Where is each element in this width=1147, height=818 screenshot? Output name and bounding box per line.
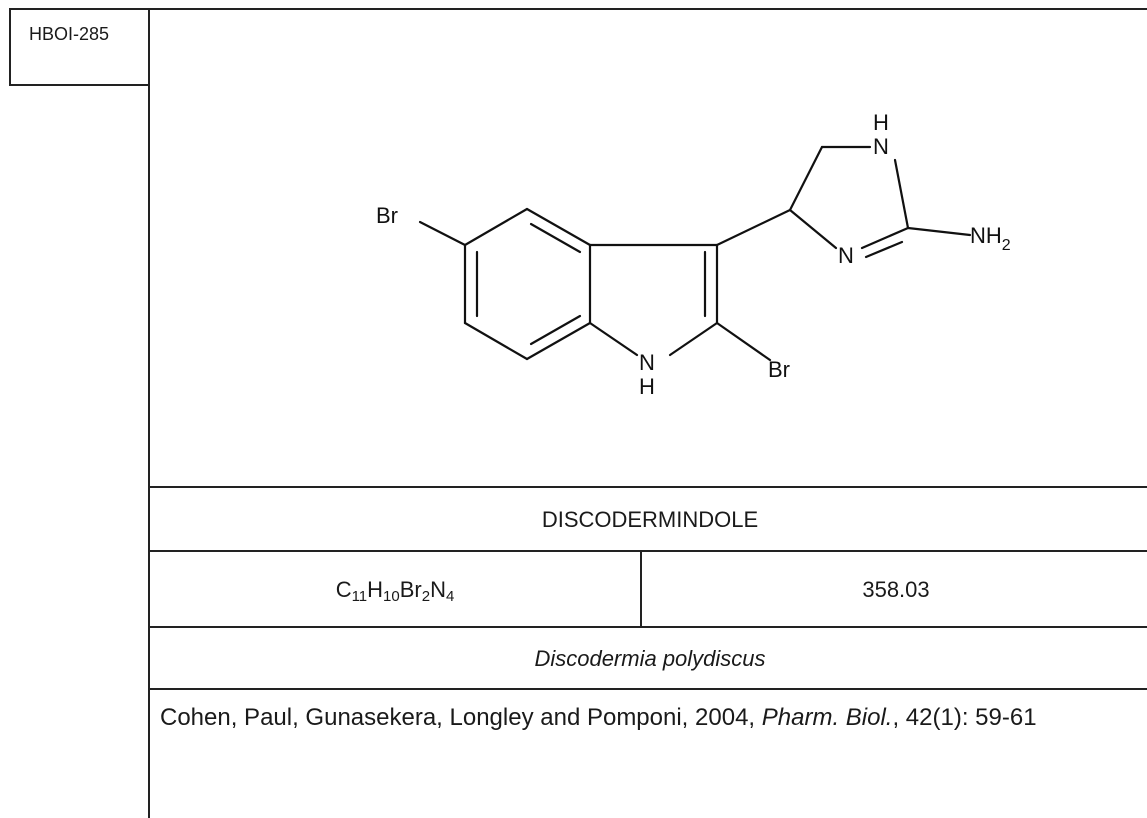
atom-indole-n: N <box>639 350 655 375</box>
compound-name: DISCODERMINDOLE <box>541 507 759 532</box>
compound-card: Br N H Br H N N NH2 DISCODERMINDOLE C11H… <box>148 8 1147 818</box>
divider <box>640 550 642 628</box>
reference-citation: , 42(1): 59-61 <box>892 704 1037 731</box>
bond <box>525 321 592 361</box>
bond <box>864 240 904 259</box>
bond <box>715 208 792 247</box>
reference-journal: Pharm. Biol. <box>761 704 893 731</box>
atom-indole-h: H <box>639 374 655 399</box>
formula-count: 4 <box>445 588 455 605</box>
bond <box>529 314 582 346</box>
formula-count: 10 <box>383 588 400 605</box>
bond <box>788 208 838 250</box>
bond <box>525 207 592 247</box>
amine-text: NH <box>970 223 1002 248</box>
bond <box>418 220 467 247</box>
divider <box>150 626 1147 628</box>
bond <box>588 321 639 357</box>
atom-br-top: Br <box>376 203 398 228</box>
divider <box>150 486 1147 488</box>
atom-br-bottom: Br <box>768 357 790 382</box>
formula-element: C <box>335 577 352 602</box>
amine-subscript: 2 <box>1002 237 1011 254</box>
molecular-weight: 358.03 <box>862 577 930 602</box>
atom-amine: NH2 <box>970 223 1011 254</box>
formula-element: H <box>367 577 384 602</box>
formula-element: N <box>430 577 446 602</box>
record-id: HBOI-285 <box>29 24 110 44</box>
molecular-formula: C11H10Br2N4 <box>150 552 640 628</box>
atom-ring-n: N <box>873 134 889 159</box>
divider <box>150 688 1147 690</box>
bond <box>788 145 824 212</box>
bond <box>463 321 529 361</box>
formula-element: Br <box>399 577 422 602</box>
atom-imine-n: N <box>838 243 854 268</box>
bond <box>906 226 972 237</box>
bond <box>463 207 529 247</box>
bond <box>715 321 772 362</box>
reference: Cohen, Paul, Gunasekera, Longley and Pom… <box>160 696 1145 740</box>
record-id-box: HBOI-285 <box>9 8 148 86</box>
source-organism: Discodermia polydiscus <box>534 646 766 671</box>
reference-authors: Cohen, Paul, Gunasekera, Longley and Pom… <box>160 704 762 731</box>
chemical-structure: Br N H Br H N N NH2 <box>376 110 1011 399</box>
atom-ring-h: H <box>873 110 889 135</box>
formula-count: 2 <box>421 588 431 605</box>
divider <box>150 550 1147 552</box>
formula-count: 11 <box>351 588 368 605</box>
bond <box>668 321 719 357</box>
bond <box>860 226 910 250</box>
bond <box>893 158 910 230</box>
bond <box>529 222 582 254</box>
